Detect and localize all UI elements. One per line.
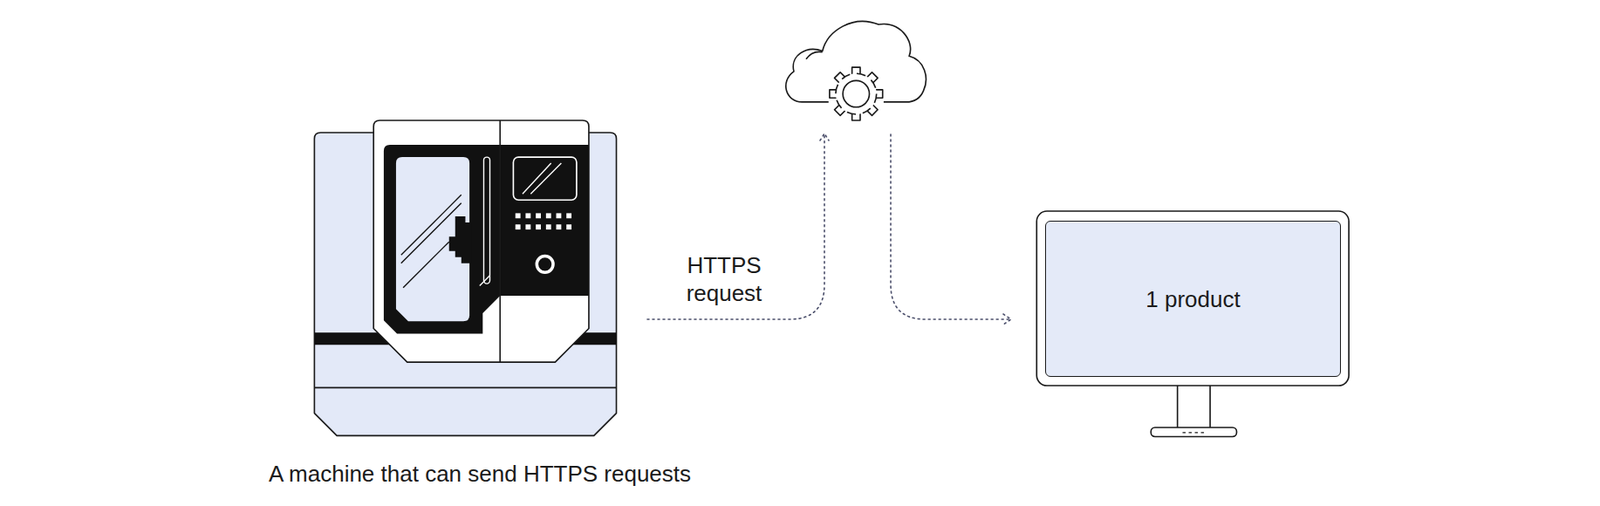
node-caption: A machine that can send HTTPS requests [218,459,742,488]
monitor-screen: 1 product [1045,220,1341,377]
machine-node: A machine that can send HTTPS requests [314,120,617,437]
cloud-icon [786,20,927,121]
node-label: 1 product [1145,285,1240,314]
cnc-machine [314,120,616,436]
edge-label: HTTPS request [667,251,781,308]
monitor-frame [1036,211,1349,437]
dashed-connector [647,133,1012,325]
